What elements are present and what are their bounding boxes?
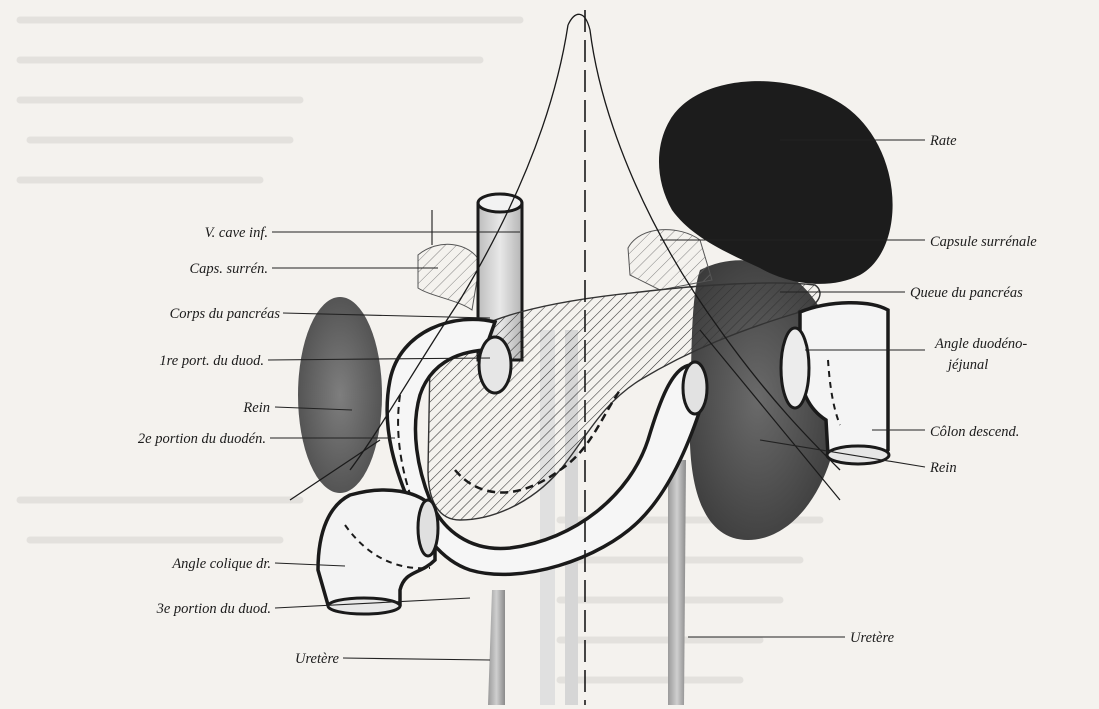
colic-flexure-cut	[418, 500, 438, 556]
label-colon-descend: Côlon descend.	[930, 424, 1019, 440]
duodenum-first-portion-cut	[479, 337, 511, 393]
label-rein-right: Rein	[929, 460, 957, 476]
label-rate: Rate	[929, 133, 957, 149]
label-angle-duodeno-line1: Angle duodéno-	[934, 336, 1027, 352]
label-corps-pancreas: Corps du pancréas	[170, 306, 281, 322]
duodenojejunal-flexure-cut	[781, 328, 809, 408]
vena-cava-opening	[478, 194, 522, 212]
left-kidney	[298, 297, 382, 493]
label-port1-duod: 1re port. du duod.	[159, 353, 264, 369]
label-v-cave-inf: V. cave inf.	[205, 225, 268, 241]
label-queue-pancreas: Queue du pancréas	[910, 285, 1023, 301]
label-caps-surren: Caps. surrén.	[189, 261, 268, 277]
label-uretere-right: Uretère	[850, 630, 895, 646]
descending-colon-cut	[827, 446, 889, 464]
right-ureter	[668, 460, 686, 705]
label-portion2-duoden: 2e portion du duodén.	[138, 431, 266, 447]
label-angle-colique: Angle colique dr.	[171, 556, 271, 572]
colon-ascending-cut	[328, 598, 400, 614]
label-portion3-duod: 3e portion du duod.	[156, 601, 271, 617]
duodenojejunal-cut	[683, 362, 707, 414]
label-angle-duodeno-line2: jéjunal	[946, 357, 988, 373]
label-uretere-left: Uretère	[295, 651, 340, 667]
label-rein-left: Rein	[242, 400, 270, 416]
label-capsule-surrenale: Capsule surrénale	[930, 234, 1037, 250]
